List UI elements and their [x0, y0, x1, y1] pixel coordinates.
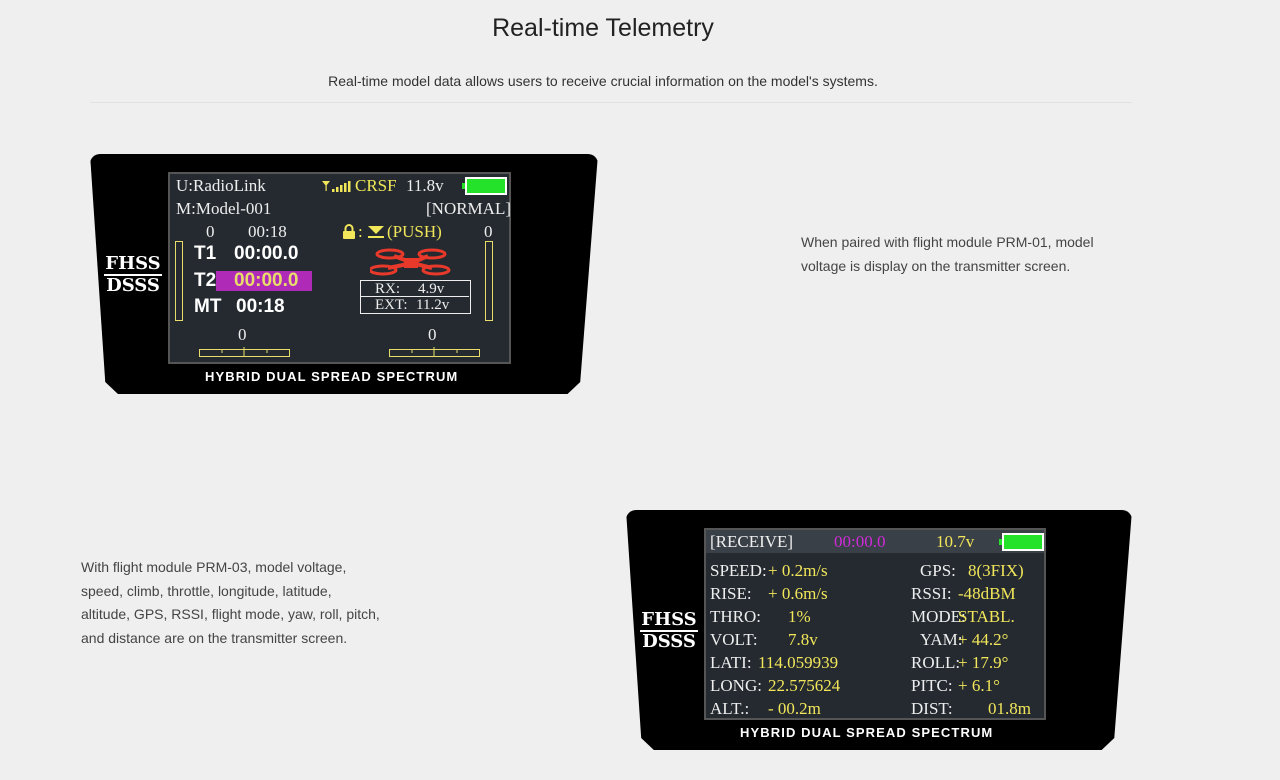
page-subtitle: Real-time model data allows users to rec… — [328, 73, 878, 89]
telemetry-row: ALT.: - 00.2m DIST: 01.8m — [710, 699, 1031, 718]
throttle-icon — [367, 225, 385, 243]
page-title: Real-time Telemetry — [492, 14, 714, 42]
prm03-description: With flight module PRM-03, model voltage… — [81, 556, 441, 650]
rx-label: RX: — [375, 281, 401, 297]
mt-label: MT — [194, 296, 222, 317]
telemetry-row: LONG: 22.575624 PITC: + 6.1° — [710, 676, 1000, 695]
push-label: (PUSH) — [387, 222, 442, 241]
desc-line: When paired with flight module PRM-01, m… — [801, 234, 1094, 250]
elapsed-time: 00:18 — [248, 222, 287, 241]
drone-icon — [368, 246, 452, 283]
divider — [90, 102, 1132, 103]
desc-line: With flight module PRM-03, model voltage… — [81, 559, 347, 575]
bottom-left-trim: 0 — [238, 325, 247, 344]
voltage-box — [360, 280, 471, 314]
desc-line: and distance are on the transmitter scre… — [81, 629, 348, 646]
protocol-label: CRSF — [355, 176, 397, 195]
lock-separator: : — [358, 222, 363, 241]
t2-highlight — [216, 271, 312, 291]
bottom-right-trim: 0 — [428, 325, 437, 344]
flight-mode: [NORMAL] — [426, 199, 511, 218]
timer: 00:00.0 — [834, 532, 886, 551]
lock-icon — [342, 224, 356, 244]
fhss-dsss-logo: FHSS DSSS — [104, 253, 162, 296]
lcd-screen-1: U:RadioLink CRSF 11.8v M:Model-001 [NORM… — [168, 172, 511, 364]
telemetry-row: SPEED: + 0.2m/s GPS: 8(3FIX) — [710, 561, 1024, 580]
model-name: M:Model-001 — [176, 199, 272, 218]
t2-label: T2 — [194, 270, 217, 291]
tx-voltage: 11.8v — [406, 176, 444, 195]
ext-voltage: 11.2v — [416, 297, 450, 313]
receive-label: [RECEIVE] — [710, 532, 794, 551]
right-trim-bar — [485, 241, 493, 321]
left-trim-bar — [175, 241, 183, 321]
right-trim: 0 — [484, 222, 493, 241]
t2-value: 00:00.0 — [234, 270, 299, 291]
telemetry-row: RISE: + 0.6m/s RSSI: -48dBM — [710, 584, 1016, 603]
hybrid-label: HYBRID DUAL SPREAD SPECTRUM — [740, 725, 994, 740]
t1-label: T1 — [194, 243, 217, 264]
battery-icon — [999, 533, 1044, 551]
lcd-screen-2: [RECEIVE] 00:00.0 10.7v SPEED: + 0.2m/s … — [704, 528, 1046, 720]
t1-value: 00:00.0 — [234, 243, 299, 264]
fhss-dsss-logo: FHSS DSSS — [640, 609, 698, 652]
signal-icon — [321, 179, 351, 197]
battery-icon — [462, 177, 507, 195]
user-name: U:RadioLink — [176, 176, 266, 195]
bottom-right-trim-bar — [389, 344, 481, 362]
telemetry-row: LATI: 114.059939 ROLL: + 17.9° — [710, 653, 1009, 672]
ext-label: EXT: — [375, 297, 408, 313]
telemetry-row: THRO: 1% MODE: STABL. — [710, 607, 1015, 626]
desc-line: altitude, GPS, RSSI, flight mode, yaw, r… — [81, 606, 380, 622]
prm01-description: When paired with flight module PRM-01, m… — [801, 231, 1161, 278]
bottom-left-trim-bar — [199, 344, 291, 362]
desc-line: voltage is display on the transmitter sc… — [801, 257, 1071, 274]
voltage-box-divider — [360, 296, 469, 297]
status-bar — [706, 530, 1044, 553]
voltage: 10.7v — [936, 532, 975, 551]
telemetry-list: SPEED: + 0.2m/s GPS: 8(3FIX) RISE: + 0.6… — [706, 561, 1044, 722]
hybrid-label: HYBRID DUAL SPREAD SPECTRUM — [205, 369, 459, 384]
desc-line: speed, climb, throttle, longitude, latit… — [81, 582, 332, 599]
rx-voltage: 4.9v — [418, 281, 445, 297]
left-trim: 0 — [206, 222, 215, 241]
mt-value: 00:18 — [236, 296, 285, 317]
telemetry-row: VOLT: 7.8v YAM: + 44.2° — [710, 630, 1009, 649]
